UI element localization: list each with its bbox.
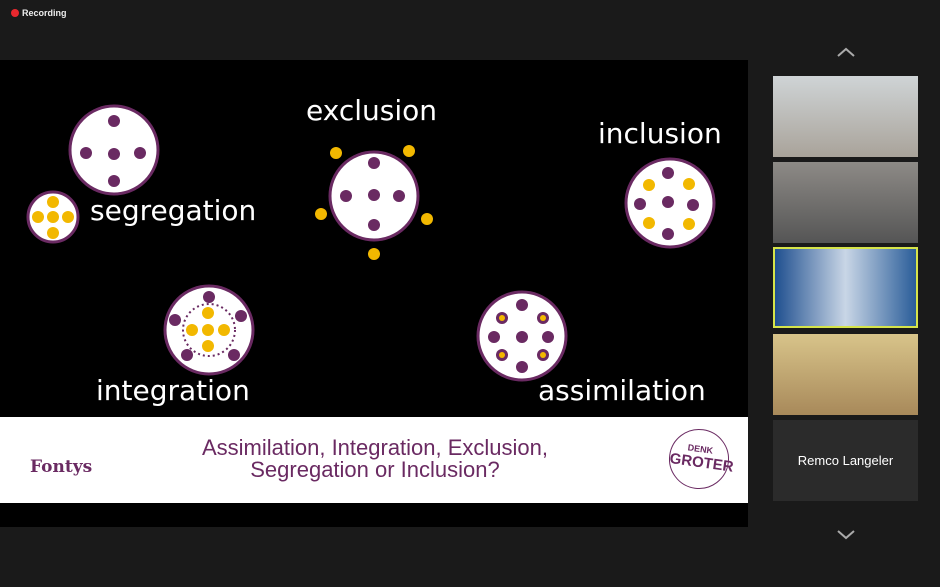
slide-title: Assimilation, Integration, Exclusion, Se… (150, 437, 600, 481)
title-line-1: Assimilation, Integration, Exclusion, (201, 435, 549, 460)
label-segregation: segregation (90, 194, 257, 227)
chevron-down-icon[interactable] (836, 528, 856, 540)
fontys-logo: Fontys (30, 457, 93, 477)
label-integration: integration (96, 374, 250, 407)
participant-video-1[interactable] (773, 76, 918, 157)
title-line-2: Segregation or Inclusion? (250, 457, 500, 482)
label-exclusion: exclusion (306, 94, 437, 127)
shared-screen: segregation exclusion inclusion integrat… (0, 60, 748, 527)
participant-name: Remco Langeler (797, 453, 894, 468)
label-inclusion: inclusion (598, 117, 722, 150)
participant-video-2[interactable] (773, 162, 918, 243)
chevron-up-icon[interactable] (836, 46, 856, 58)
recording-indicator: Recording (11, 8, 67, 18)
label-assimilation: assimilation (538, 374, 706, 407)
diagram (26, 104, 716, 382)
participant-video-4[interactable] (773, 334, 918, 415)
record-icon (11, 9, 19, 17)
slide-footer: Fontys Assimilation, Integration, Exclus… (0, 417, 748, 503)
participant-video-3-active-speaker[interactable] (773, 247, 918, 328)
participant-tile-remco[interactable]: Remco Langeler (773, 420, 918, 501)
recording-label: Recording (22, 8, 67, 18)
